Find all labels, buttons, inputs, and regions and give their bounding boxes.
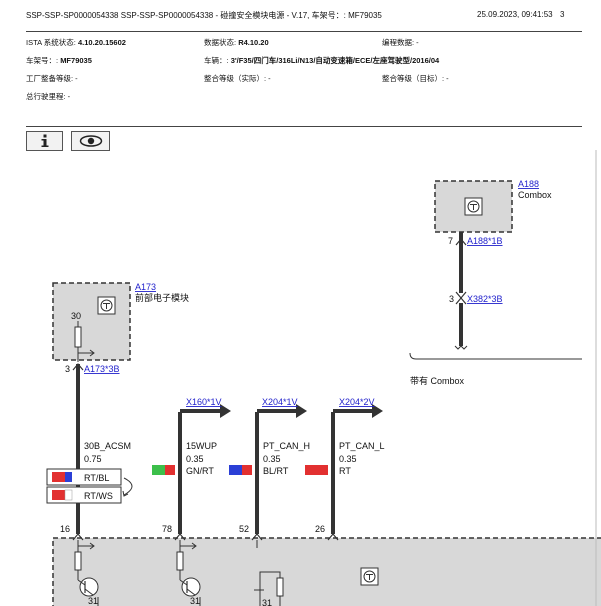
a173-module-box xyxy=(52,282,131,361)
wire4-name: PT_CAN_L xyxy=(339,441,385,451)
a173-link[interactable]: A173 xyxy=(135,282,156,292)
vin: 车架号：: MF79035 xyxy=(26,56,92,65)
page-number: 3 xyxy=(560,10,565,19)
color-option-2-label: RT/WS xyxy=(84,491,113,501)
header-divider xyxy=(26,31,582,32)
wire2-pin: 78 xyxy=(162,524,172,534)
x204-1-connector-link[interactable]: X204*1V xyxy=(262,397,298,407)
wire2-color-swatch xyxy=(152,465,175,475)
x204-2-arrow xyxy=(333,404,383,418)
wire2-color: GN/RT xyxy=(186,466,214,476)
document-title: SSP-SSP-SP0000054338 SSP-SSP-SP000005433… xyxy=(26,11,382,20)
lower-module-icon xyxy=(360,567,379,586)
color-option-1[interactable]: RT/BL xyxy=(46,468,122,486)
a173-pin: 3 xyxy=(65,364,70,374)
wire3-pin: 52 xyxy=(239,524,249,534)
a188-pin: 7 xyxy=(448,236,453,246)
color-option-1-label: RT/BL xyxy=(84,473,109,483)
info-button[interactable] xyxy=(26,131,63,151)
wire1-size: 0.75 xyxy=(84,454,102,464)
view-button[interactable] xyxy=(71,131,110,151)
eye-icon xyxy=(79,135,102,147)
wire1-pin: 16 xyxy=(60,524,70,534)
wire3-color: BL/RT xyxy=(263,466,289,476)
wire3-size: 0.35 xyxy=(263,454,281,464)
x382-connector-link[interactable]: X382*3B xyxy=(467,294,503,304)
data-status: 数据状态: R4.10.20 xyxy=(204,38,269,47)
x160-connector-link[interactable]: X160*1V xyxy=(186,397,222,407)
a173-connector-link[interactable]: A173*3B xyxy=(84,364,120,374)
x382-bottom-arrow xyxy=(455,297,467,305)
ista-status: ISTA 系统状态: 4.10.20.15602 xyxy=(26,38,126,47)
color-option-link-arrowhead xyxy=(122,490,129,497)
a173-module-icon xyxy=(97,296,116,315)
combox-option-bracket xyxy=(409,352,582,360)
mileage: 总行驶里程: - xyxy=(26,92,71,101)
wire-break-mark xyxy=(454,345,468,350)
a173-arrowhead xyxy=(89,349,95,357)
wire3-name: PT_CAN_H xyxy=(263,441,310,451)
integration-level-actual: 整合等级（实际）: - xyxy=(204,74,271,83)
a173-fuse xyxy=(74,326,82,348)
wire1-name: 30B_ACSM xyxy=(84,441,131,451)
vehicle: 车辆：: 3'/F35/四门车/316Li/N13/自动变速箱/ECE/左座驾驶… xyxy=(204,56,440,65)
programming-data: 编程数据: - xyxy=(382,38,419,47)
wire2-name: 15WUP xyxy=(186,441,217,451)
pin-arrows-lower xyxy=(72,533,339,541)
wire3-color-swatch xyxy=(229,465,252,475)
wire4-size: 0.35 xyxy=(339,454,357,464)
info-icon xyxy=(41,134,48,147)
a173-inner-pin: 30 xyxy=(71,311,81,321)
wire4-color-swatch xyxy=(305,465,328,475)
a188-module-icon xyxy=(464,197,483,216)
wire2-size: 0.35 xyxy=(186,454,204,464)
ground-31-3: 31 xyxy=(262,598,272,606)
lower-circuit-3 xyxy=(254,540,284,606)
ground-31-2: 31 xyxy=(190,596,200,606)
print-datetime: 25.09.2023, 09:41:53 xyxy=(477,10,553,19)
a173-name: 前部电子模块 xyxy=(135,292,189,303)
a188-link[interactable]: A188 xyxy=(518,179,539,189)
ground-31-1: 31 xyxy=(88,596,98,606)
wire4-pin: 26 xyxy=(315,524,325,534)
wire4-color: RT xyxy=(339,466,351,476)
a188-name: Combox xyxy=(518,190,552,200)
x204-2-connector-link[interactable]: X204*2V xyxy=(339,397,375,407)
x382-pin: 3 xyxy=(449,294,454,304)
x204-1-arrow xyxy=(257,404,307,418)
combox-option-note: 带有 Combox xyxy=(410,375,465,386)
lower-circuit-2 xyxy=(176,540,201,606)
color-option-2[interactable]: RT/WS xyxy=(46,486,122,504)
color-option-link xyxy=(123,477,133,496)
x160-arrow xyxy=(180,404,231,418)
toolbar-divider xyxy=(26,126,582,127)
integration-level-target: 整合等级（目标）: - xyxy=(382,74,449,83)
lower-circuit-1 xyxy=(74,540,99,606)
a188-connector-link[interactable]: A188*1B xyxy=(467,236,503,246)
factory-level: 工厂整备等级: - xyxy=(26,74,78,83)
lower-module-box xyxy=(52,537,601,606)
